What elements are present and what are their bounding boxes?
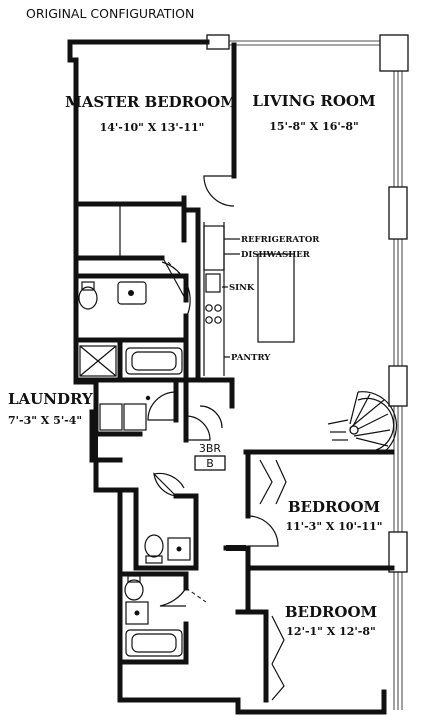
laundry-fixtures [99,395,151,431]
sink-label: SINK [229,283,255,293]
column [379,34,409,72]
vanity-sink [167,537,191,561]
shower [79,345,117,377]
door-leaf [167,261,187,281]
bathtub [125,347,183,375]
bifold-door [275,459,287,505]
small-details [90,434,246,551]
toilet [78,286,98,310]
kitchen [203,222,295,376]
vanity-sink [125,601,149,625]
burner [205,316,213,324]
door-swing [153,472,177,497]
laundry-label: LAUNDRY [8,390,93,408]
doors [147,175,287,701]
door-swing [185,415,211,441]
bedroom-2-label: BEDROOM [288,498,380,516]
bedroom-3-dims: 12'-1" X 12'-8" [286,625,375,638]
bedroom-3-label: BEDROOM [285,603,377,621]
pantry-label: PANTRY [231,353,271,363]
column [388,186,408,240]
column [388,531,408,573]
laundry-dims: 7'-3" X 5'-4" [8,414,82,427]
washer [99,403,123,431]
door-leaf [163,259,187,301]
kitchen-island [257,253,295,343]
master-bedroom-label: MASTER BEDROOM [65,93,237,111]
bathtub [125,629,183,657]
door-swing [203,175,235,207]
dryer [123,403,147,431]
refrigerator-label: REFRIGERATOR [241,235,320,245]
wall-stub [226,545,246,551]
column [206,34,230,50]
refrigerator-outline [203,225,225,271]
sink-basin [205,273,221,293]
door-swing [159,587,187,607]
sink-drain [128,290,134,296]
bifold-door [271,663,285,701]
unit-type: 3BR [199,442,222,455]
interior-walls [73,42,395,703]
column [388,365,408,407]
burner [214,304,222,312]
toilet [124,579,144,601]
dishwasher-label: DISHWASHER [241,250,311,260]
toilet [144,534,164,558]
door-swing [199,405,223,429]
bifold-door [259,459,273,505]
master-bedroom-dims: 14'-10" X 13'-11" [100,121,205,134]
door-swing [161,261,191,319]
unit-letter-box [194,455,226,471]
unit-letter: B [206,457,214,470]
door-swing [147,391,177,421]
bedroom-2-dims: 11'-3" X 10'-11" [285,520,382,533]
burner [214,316,222,324]
door-swing [153,472,185,489]
wall-stub [90,434,98,462]
bath-fixtures [78,281,191,657]
door-leaf [185,587,207,603]
plan-title: ORIGINAL CONFIGURATION [26,6,194,21]
columns [206,34,409,573]
living-room-label: LIVING ROOM [252,92,375,110]
bifold-door [271,615,285,665]
spiral-stair [327,391,397,453]
living-room-dims: 15'-8" X 16'-8" [269,120,358,133]
burner [205,304,213,312]
vanity-sink [117,281,147,305]
door-swing [247,515,279,547]
